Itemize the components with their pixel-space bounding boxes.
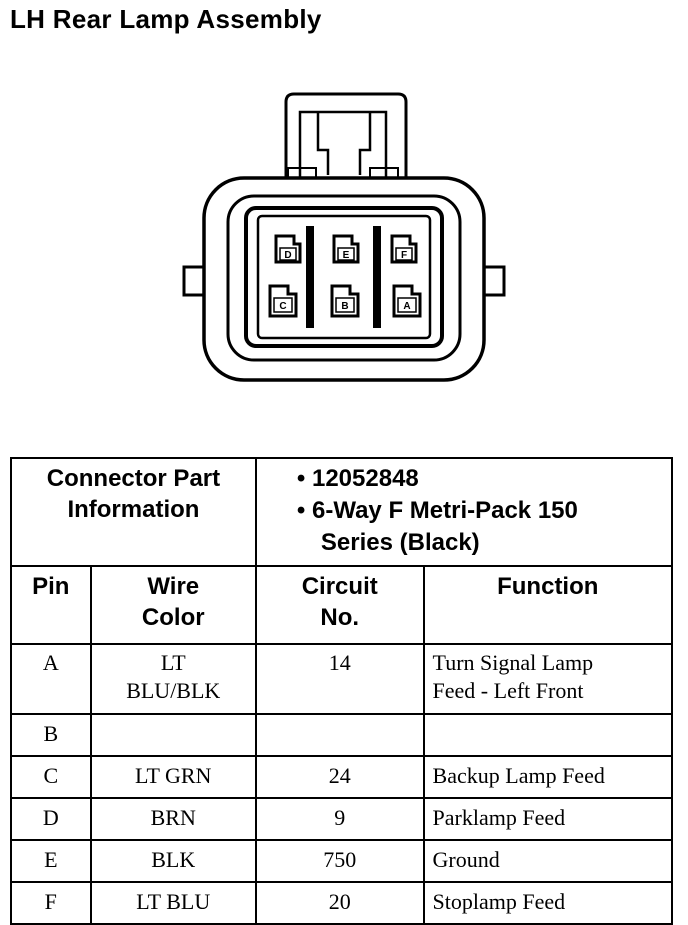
cavity-divider-right (373, 226, 381, 328)
pin-label-E: E (343, 250, 350, 261)
part-info-label: Connector Part Information (10, 457, 257, 567)
circuit-header: Circuit No. (254, 565, 425, 645)
function-cell (422, 713, 674, 757)
function-cell: Backup Lamp Feed (422, 755, 674, 799)
function-cell: Parklamp Feed (422, 797, 674, 841)
pin-label-A: A (403, 301, 410, 312)
function-cell: Ground (422, 839, 674, 883)
pin-label-D: D (284, 250, 291, 261)
connector-left-ear (182, 265, 206, 297)
part-series: Series (Black) (320, 529, 480, 556)
terminal-A: A (392, 284, 422, 318)
connector-latch (284, 92, 408, 179)
wire-color-cell: LT BLU/BLK (89, 643, 257, 715)
connector-cavity-frame-inner (256, 214, 432, 340)
terminal-E: E (332, 234, 360, 264)
pin-cell: E (10, 839, 92, 883)
pin-cell: C (10, 755, 92, 799)
circuit-cell: 20 (254, 881, 425, 925)
wire-color-cell: LT BLU (89, 881, 257, 925)
wire-color-cell (89, 713, 257, 757)
part-info-values: • 12052848 • 6-Way F Metri-Pack 150 Seri… (254, 457, 674, 567)
pin-label-C: C (279, 301, 286, 312)
wire-color-cell: LT GRN (89, 755, 257, 799)
connector-info-table: Connector Part Information • 12052848 • … (10, 457, 674, 925)
circuit-cell: 750 (254, 839, 425, 883)
pin-cell: F (10, 881, 92, 925)
part-number: • 12052848 (296, 465, 419, 492)
cavity-divider-left (306, 226, 314, 328)
column-header-row: Pin Wire Color Circuit No. Function (10, 565, 674, 645)
terminal-B: B (330, 284, 360, 318)
connector-cavity-frame (244, 206, 444, 348)
table-row: C LT GRN 24 Backup Lamp Feed (10, 755, 674, 799)
table-row: D BRN 9 Parklamp Feed (10, 797, 674, 841)
wire-color-header: Wire Color (89, 565, 257, 645)
page-title: LH Rear Lamp Assembly (10, 4, 322, 34)
wire-color-cell: BLK (89, 839, 257, 883)
function-cell: Turn Signal Lamp Feed - Left Front (422, 643, 674, 715)
terminal-D: D (274, 234, 302, 264)
function-header: Function (422, 565, 674, 645)
connector-body-outer (202, 176, 486, 382)
terminal-C: C (268, 284, 298, 318)
pin-label-B: B (341, 301, 348, 312)
circuit-cell: 9 (254, 797, 425, 841)
pin-header: Pin (10, 565, 92, 645)
terminal-F: F (390, 234, 418, 264)
pin-cell: D (10, 797, 92, 841)
table-row: B (10, 713, 674, 757)
wire-color-cell: BRN (89, 797, 257, 841)
pin-cell: B (10, 713, 92, 757)
part-description: • 6-Way F Metri-Pack 150 (296, 497, 578, 524)
table-row: E BLK 750 Ground (10, 839, 674, 883)
connector-right-ear (482, 265, 506, 297)
circuit-cell: 14 (254, 643, 425, 715)
part-info-row: Connector Part Information • 12052848 • … (10, 457, 674, 567)
pin-label-F: F (401, 250, 407, 261)
table-row: A LT BLU/BLK 14 Turn Signal Lamp Feed - … (10, 643, 674, 715)
table-row: F LT BLU 20 Stoplamp Feed (10, 881, 674, 925)
pin-cell: A (10, 643, 92, 715)
function-cell: Stoplamp Feed (422, 881, 674, 925)
circuit-cell (254, 713, 425, 757)
circuit-cell: 24 (254, 755, 425, 799)
connector-body-inner (226, 194, 462, 362)
connector-diagram: D E F C B A (182, 92, 506, 382)
